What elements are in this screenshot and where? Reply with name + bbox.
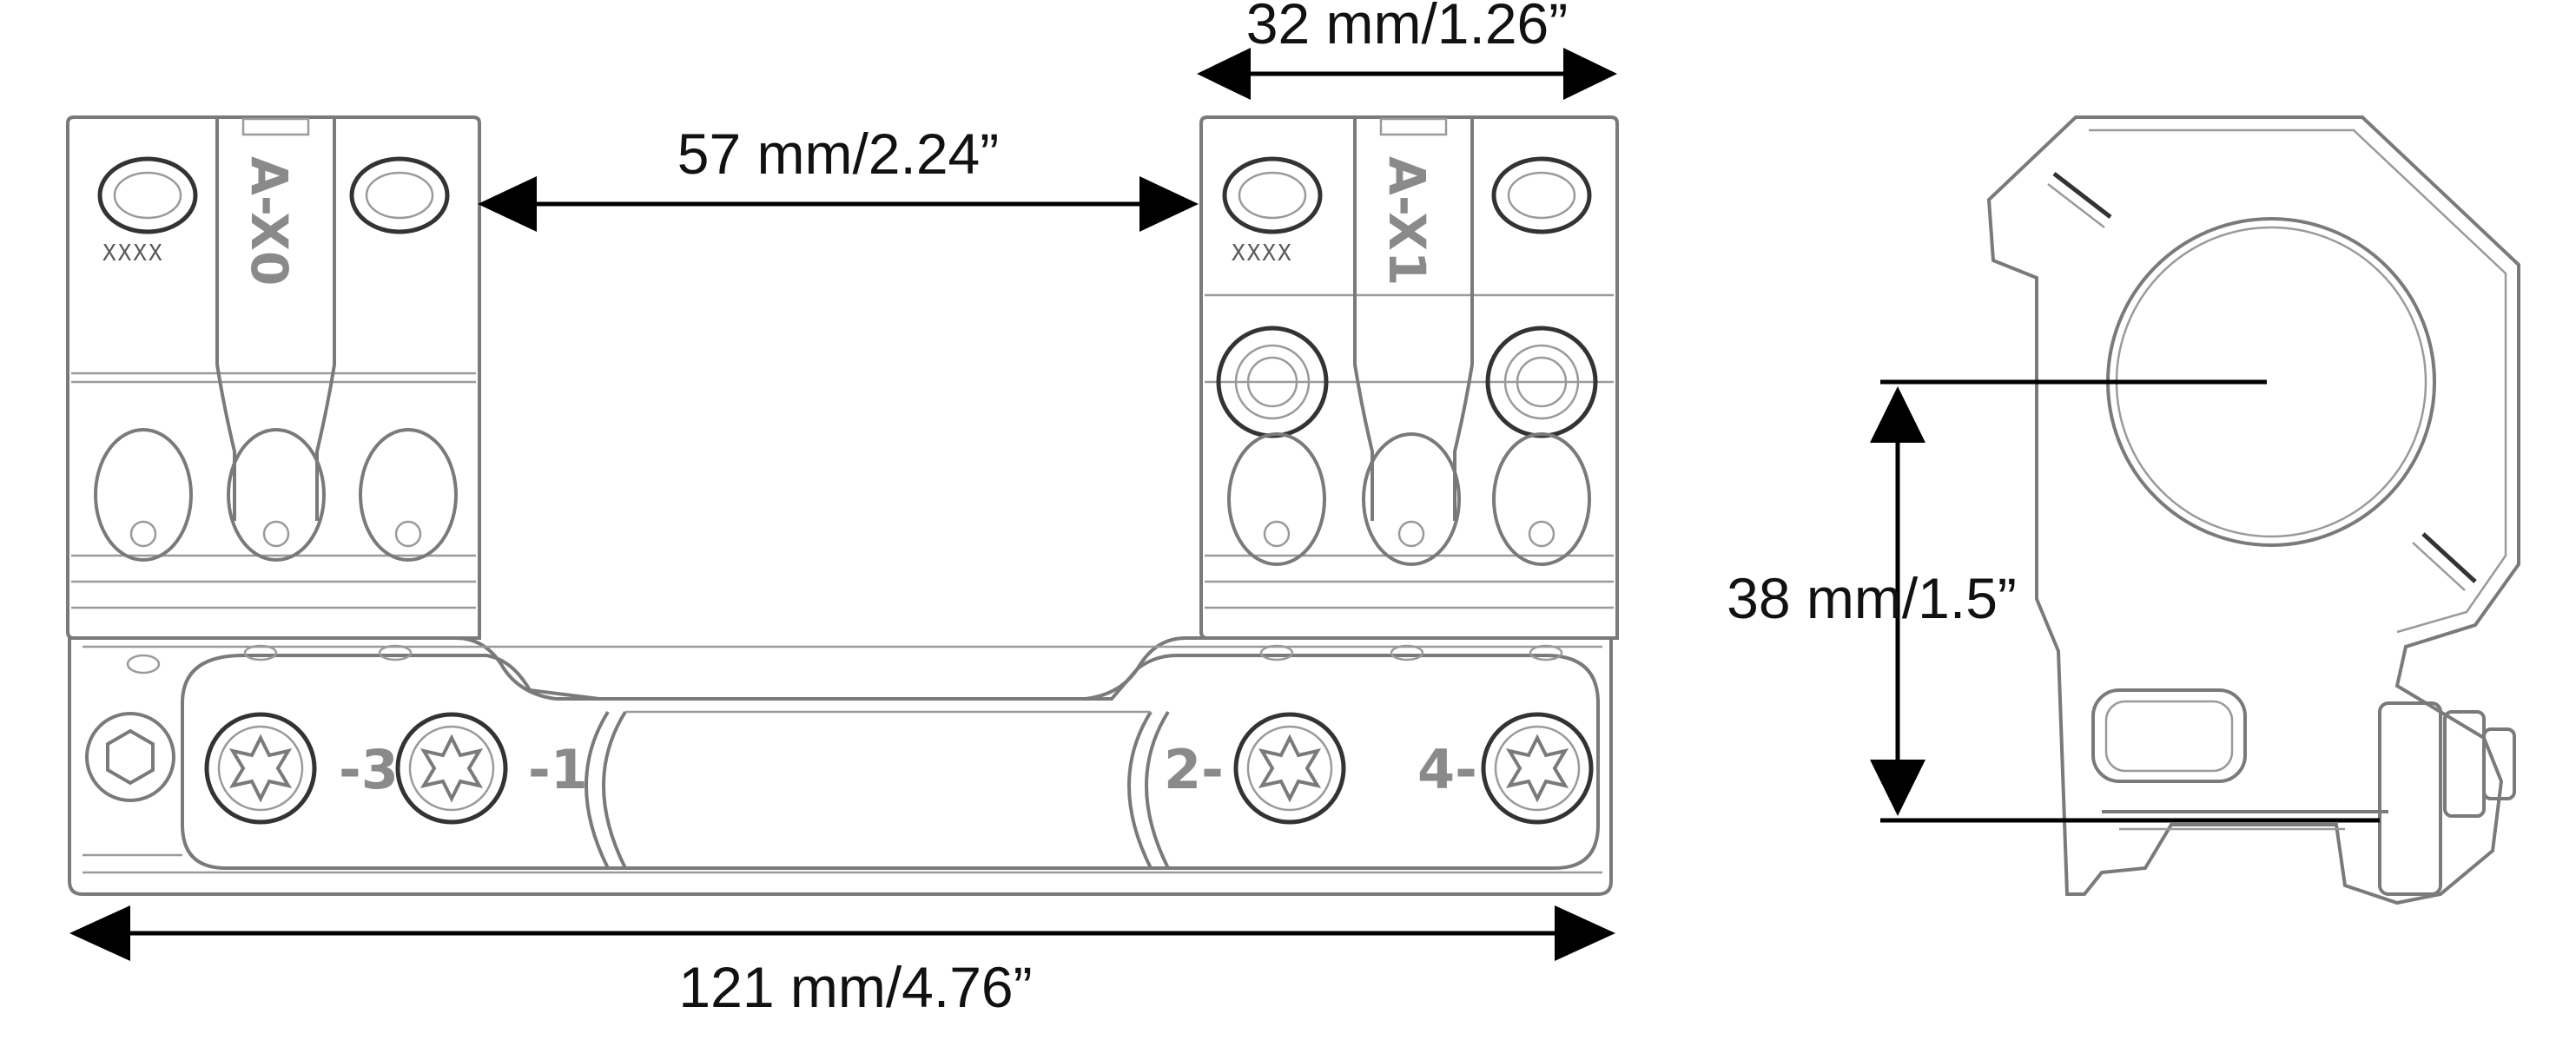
- ring-width-label: 32 mm/1.26”: [1246, 0, 1568, 56]
- dimension-center-height: 38 mm/1.5”: [1727, 379, 2380, 823]
- base-clamp-strip: [181, 654, 1600, 870]
- center-height-label: 38 mm/1.5”: [1727, 566, 2017, 630]
- ring-split-top: [2052, 172, 2112, 219]
- groove-right-inner: [1145, 710, 1170, 869]
- groove-left-inner: [585, 710, 610, 869]
- screw-label-3: -3: [339, 738, 399, 801]
- mount-side-view: -3 -1 2- 4- XX: [66, 115, 1619, 896]
- base-rivets: [126, 644, 1563, 675]
- dimension-ring-spacing: 57 mm/2.24”: [478, 122, 1199, 232]
- rear-ring: [1199, 115, 1619, 640]
- ring-slot: [2091, 688, 2247, 783]
- dimension-ring-width: 32 mm/1.26”: [1197, 0, 1617, 100]
- hex-screw: [85, 712, 175, 802]
- ring-end-view: [1986, 115, 2520, 905]
- screw-label-4: 4-: [1417, 738, 1477, 801]
- front-ring: [66, 115, 481, 640]
- ring-spacing-label: 57 mm/2.24”: [677, 122, 999, 186]
- front-ring-model: A-X0: [240, 156, 299, 286]
- groove-left-outer: [602, 710, 627, 869]
- rear-ring-model: A-X1: [1377, 156, 1437, 286]
- mount-base: [68, 636, 1613, 896]
- overall-length-label: 121 mm/4.76”: [678, 955, 1032, 1019]
- screw-label-2: 2-: [1164, 738, 1224, 801]
- ring-profile-outline: [1986, 115, 2520, 905]
- clamp-knob: [2378, 701, 2516, 896]
- torx-screw-4: [1481, 712, 1594, 825]
- torx-screw-1: [395, 712, 508, 825]
- ring-split-bottom: [2421, 532, 2477, 583]
- torx-screw-2: [1233, 712, 1346, 825]
- torx-screw-3: [204, 712, 317, 825]
- dimension-overall-length: 121 mm/4.76”: [69, 905, 1615, 1019]
- front-serial: XXXX: [102, 240, 164, 267]
- groove-right-outer: [1127, 710, 1153, 869]
- screw-label-1: -1: [528, 738, 588, 801]
- rear-serial: XXXX: [1232, 240, 1293, 267]
